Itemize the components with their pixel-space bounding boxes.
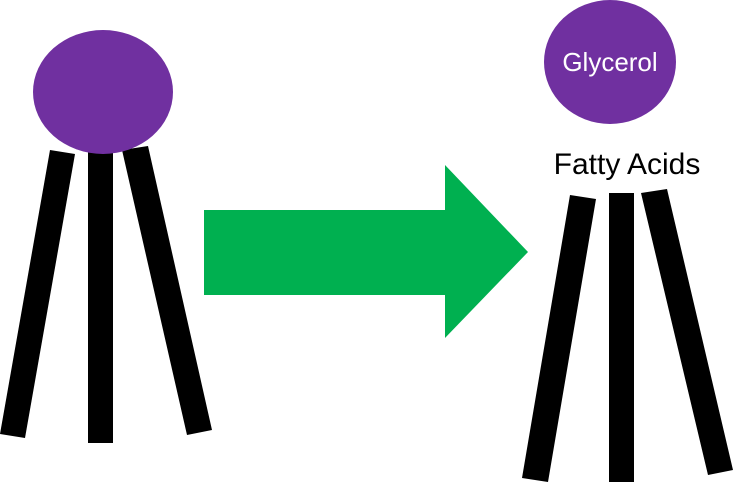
glycerol-head — [33, 30, 173, 154]
fatty-acids-label: Fatty Acids — [554, 148, 701, 181]
fatty-acid-right — [641, 189, 733, 475]
fatty-acid-tail-left — [0, 150, 75, 438]
fatty-acid-middle — [609, 193, 634, 482]
reaction-arrow — [204, 165, 528, 338]
fatty-acid-left — [522, 195, 596, 482]
fatty-acid-tail-middle — [88, 150, 113, 443]
fatty-acid-tail-right — [122, 146, 212, 435]
glycerol-label: Glycerol — [562, 47, 657, 77]
products: Glycerol Fatty Acids — [522, 0, 733, 482]
glycerol-circle — [544, 0, 676, 124]
triglyceride-molecule — [0, 30, 212, 443]
